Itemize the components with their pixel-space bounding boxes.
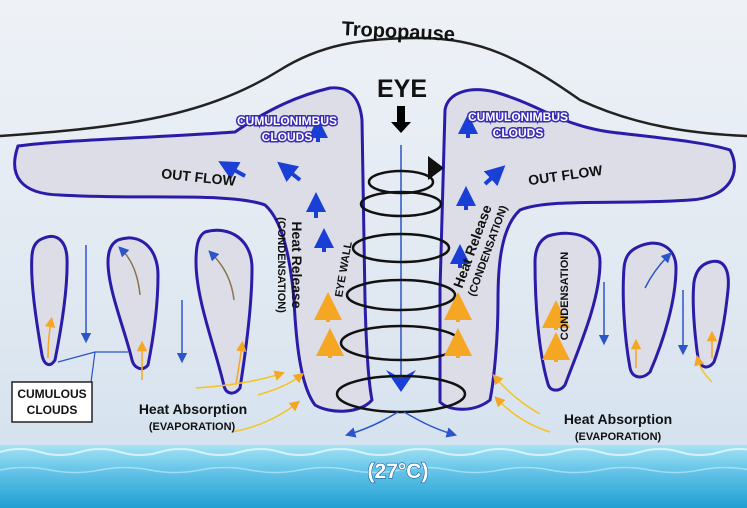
cumulonimbus-left-label-1: CUMULONIMBUS — [237, 114, 337, 128]
right-cumulonimbus-cloud — [438, 88, 736, 411]
outflow-left-label: OUT FLOW — [161, 165, 238, 189]
eye-arrow — [391, 106, 411, 133]
condensation-small-label: CONDENSATION — [559, 252, 571, 340]
cumulous-pointer-lines — [89, 351, 128, 391]
small-cloud-arrows — [44, 245, 718, 385]
sea-waves — [0, 448, 747, 456]
cumulonimbus-right-label-1: CUMULONIMBUS — [468, 110, 568, 124]
cumulous-label-2: CLOUDS — [27, 403, 78, 417]
cumulous-cloud-6 — [691, 259, 730, 369]
cumulous-cloud-5 — [621, 241, 678, 379]
temperature-label: (27°C) — [368, 460, 429, 483]
cumulous-cloud-1 — [30, 234, 69, 367]
heat-release-left-label: Heat Release — [289, 221, 305, 308]
heat-absorption-right-label: Heat Absorption — [564, 411, 672, 427]
condensation-left-label: (CONDENSATION) — [275, 217, 287, 313]
cumulous-label-1: CUMULOUS — [17, 387, 86, 401]
surface-inflow-arrows — [195, 354, 713, 433]
right-updraft-arrows — [450, 114, 506, 268]
cumulonimbus-left-label-2: CLOUDS — [262, 130, 313, 144]
left-heat-arrows — [314, 292, 344, 358]
cumulous-clouds-box — [11, 381, 93, 423]
cumulous-cloud-2 — [106, 236, 160, 371]
evaporation-right-label: (EVAPORATION) — [575, 431, 662, 443]
tropopause-line — [0, 36, 747, 138]
heat-absorption-left-label: Heat Absorption — [139, 401, 247, 417]
spiral-arrowhead — [428, 156, 444, 180]
sea-waves-2 — [0, 466, 747, 474]
eye-label: EYE — [377, 75, 427, 103]
evaporation-left-label: (EVAPORATION) — [149, 421, 236, 433]
base-outflow-left — [344, 411, 399, 438]
left-updraft-arrows — [218, 118, 334, 252]
cumulous-cloud-3 — [194, 228, 254, 395]
base-outflow-right — [403, 411, 458, 438]
cumulous-pointer-line-2 — [57, 351, 96, 363]
cumulonimbus-right-label-2: CLOUDS — [493, 126, 544, 140]
